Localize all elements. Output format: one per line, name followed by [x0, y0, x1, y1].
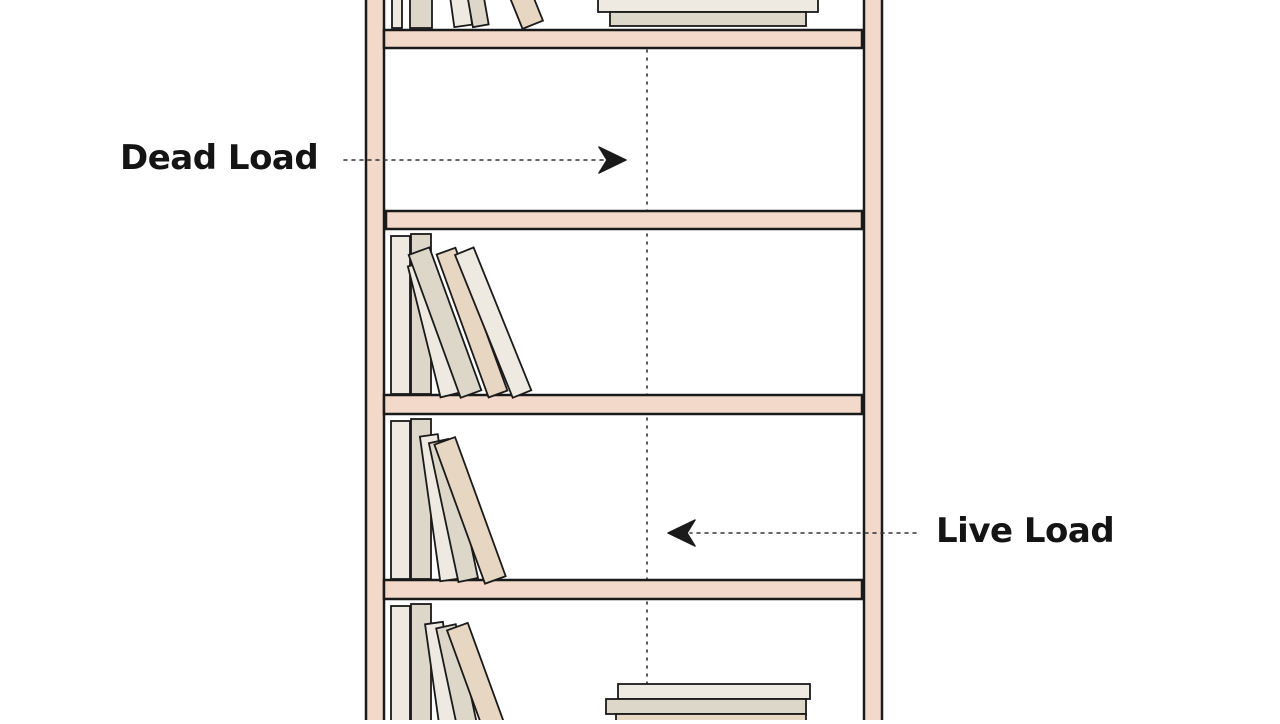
- top-book-stack: [597, 0, 819, 27]
- dead-load-label: Dead Load: [120, 138, 319, 178]
- shelf-4: [382, 578, 864, 601]
- dead-load-arrowhead: [598, 146, 627, 174]
- book: [445, 621, 508, 724]
- shelf-2: [384, 209, 864, 231]
- books-row-2: [390, 418, 507, 585]
- book: [410, 603, 432, 724]
- right-post: [862, 0, 884, 724]
- books-row-1: [390, 233, 533, 399]
- book: [617, 683, 811, 700]
- shelf-3: [382, 393, 864, 416]
- book: [390, 605, 411, 724]
- book: [407, 246, 483, 399]
- left-post: [364, 0, 386, 724]
- book: [453, 246, 533, 399]
- book: [605, 698, 807, 715]
- book: [433, 435, 507, 585]
- book: [390, 235, 411, 395]
- live-load-arrow: [667, 519, 917, 547]
- bottom-book-stack: [605, 683, 811, 724]
- books-row-3: [390, 603, 508, 724]
- live-load-arrowhead: [667, 519, 696, 547]
- book: [615, 713, 807, 724]
- book: [390, 420, 411, 580]
- dead-load-arrow: [343, 146, 627, 174]
- shelf-1: [382, 28, 864, 50]
- top-books: [391, 0, 545, 30]
- live-load-label: Live Load: [936, 511, 1115, 551]
